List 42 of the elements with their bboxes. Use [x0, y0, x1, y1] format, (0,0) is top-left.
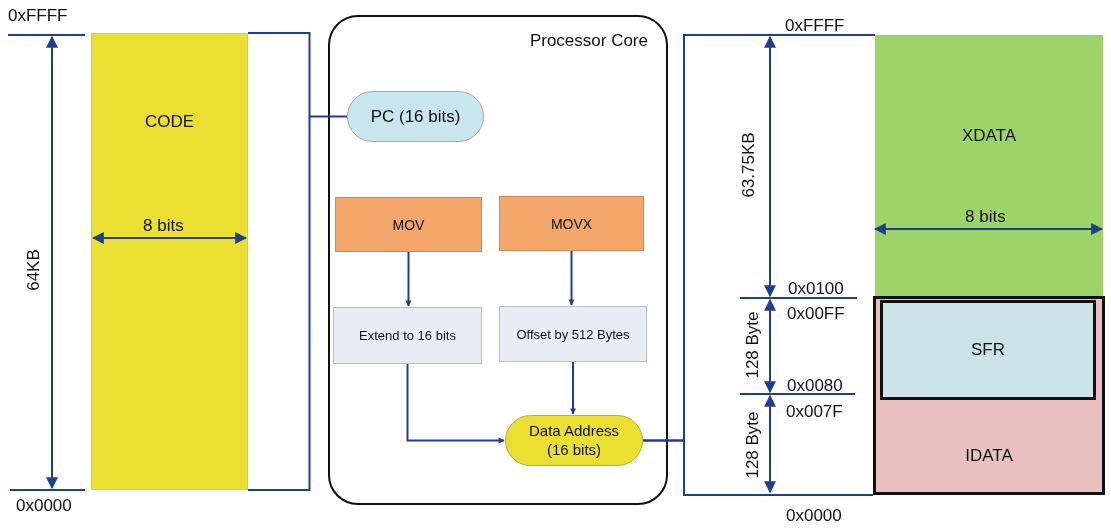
node-label: XDATA	[961, 126, 1017, 146]
address-label: 0xFFFF	[785, 17, 845, 34]
arrow	[568, 250, 575, 306]
node-label: Data Address (16 bits)	[527, 421, 621, 460]
arrow	[406, 363, 505, 444]
process-box	[333, 307, 482, 364]
memory-block	[91, 33, 248, 490]
bracket-connector	[642, 439, 874, 496]
bracket-connector	[247, 32, 348, 491]
container-title: Processor Core	[529, 31, 648, 51]
dimension-label: 63.75KB	[739, 132, 757, 198]
dimension-label: 128 Byte	[743, 411, 761, 479]
node-label: Extend to 16 bits	[359, 328, 456, 343]
node-label: Offset by 512 Bytes	[516, 326, 630, 342]
dimension-label: 128 Byte	[743, 311, 761, 379]
address-label: 0x0000	[786, 507, 842, 524]
width-label: 8 bits	[965, 208, 1006, 225]
node-label: MOV	[392, 216, 425, 233]
address-label: 0x0080	[787, 377, 843, 394]
core-container	[328, 15, 668, 505]
address-pill	[505, 415, 643, 466]
address-label: 0x007F	[786, 403, 843, 420]
memory-block	[875, 35, 1103, 297]
address-label: 0x0000	[16, 497, 72, 514]
instruction-box	[499, 196, 644, 251]
width-label: 8 bits	[143, 217, 184, 234]
register-pill	[347, 91, 484, 142]
node-label: SFR	[971, 340, 1005, 360]
memory-block	[880, 300, 1096, 400]
instruction-box	[335, 197, 482, 252]
arrow	[570, 361, 576, 415]
dimension-label: 64KB	[24, 249, 42, 291]
memory-block	[873, 296, 1105, 495]
process-box	[499, 306, 647, 362]
arrow	[405, 251, 412, 307]
node-label: PC (16 bits)	[370, 106, 461, 127]
node-label: IDATA	[965, 445, 1013, 466]
node-label: CODE	[144, 111, 195, 132]
node-label: MOVX	[550, 215, 593, 232]
address-label: 0xFFFF	[8, 7, 68, 24]
address-label: 0x00FF	[787, 305, 845, 322]
address-label: 0x0100	[788, 280, 844, 297]
